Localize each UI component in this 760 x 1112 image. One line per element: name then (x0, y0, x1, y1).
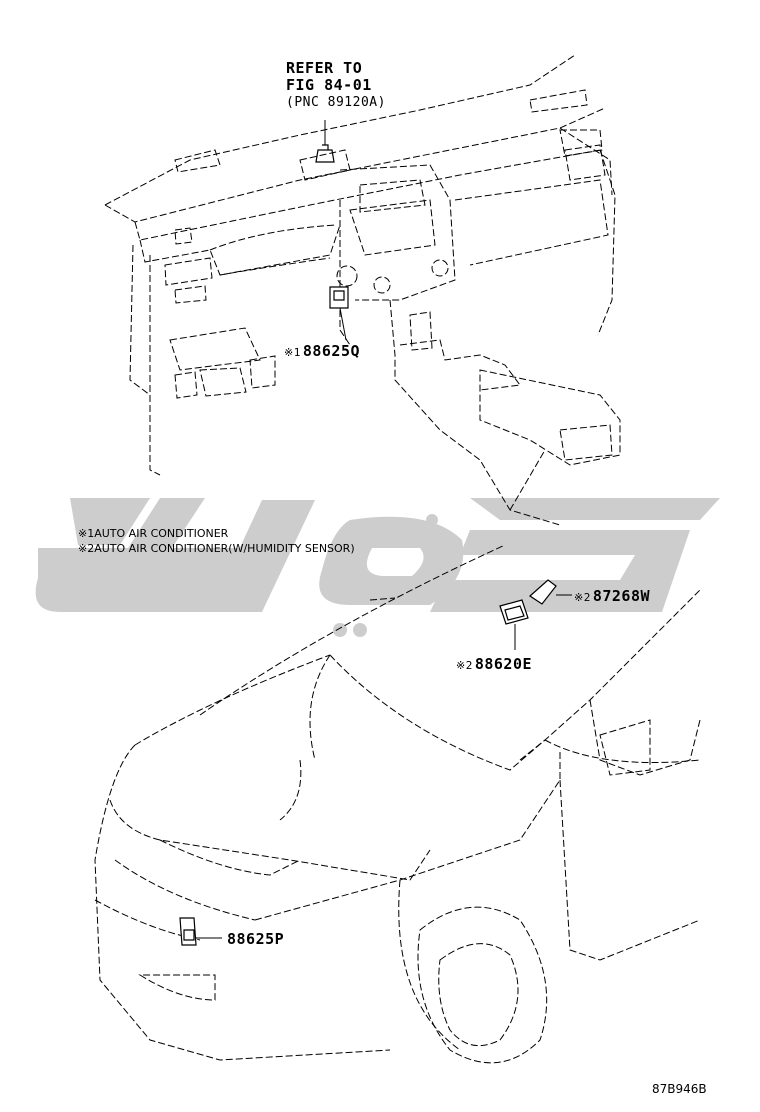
part-88620e-sensor (499, 599, 529, 625)
reference-note: REFER TO FIG 84-01 (PNC 89120A) (286, 60, 386, 111)
dashboard-drawing (104, 54, 621, 526)
part-number: 88625P (227, 930, 285, 948)
callout-mark: ※1 (284, 346, 301, 359)
note-text: AUTO AIR CONDITIONER (94, 527, 229, 540)
illustration-code: 87B946B (652, 1082, 707, 1096)
callout-mark: ※2 (456, 659, 473, 672)
note-mark: ※2 (78, 542, 95, 555)
reference-line2: FIG 84-01 (286, 76, 372, 94)
part-number: 88620E (474, 655, 533, 673)
car-front-drawing (94, 544, 701, 1064)
part-89120a-sensor (315, 144, 335, 163)
part-number: 88625Q (302, 342, 361, 360)
note-item: ※1AUTO AIR CONDITIONER (78, 526, 355, 541)
watermark-logo (35, 498, 720, 637)
reference-pnc: (PNC 89120A) (286, 95, 386, 110)
part-87268w-cover (529, 579, 557, 605)
notes-legend: ※1AUTO AIR CONDITIONER ※2AUTO AIR CONDIT… (78, 526, 355, 556)
callout-88625p[interactable]: 88625P (227, 930, 284, 948)
callout-mark: ※2 (574, 591, 591, 604)
part-88625p-sensor (179, 917, 197, 946)
part-number: 87268W (592, 587, 651, 605)
note-item: ※2AUTO AIR CONDITIONER(W/HUMIDITY SENSOR… (78, 541, 355, 556)
part-88625q-sensor (329, 286, 349, 309)
note-mark: ※1 (78, 527, 95, 540)
note-text: AUTO AIR CONDITIONER(W/HUMIDITY SENSOR) (94, 542, 355, 555)
reference-line1: REFER TO (286, 59, 363, 77)
